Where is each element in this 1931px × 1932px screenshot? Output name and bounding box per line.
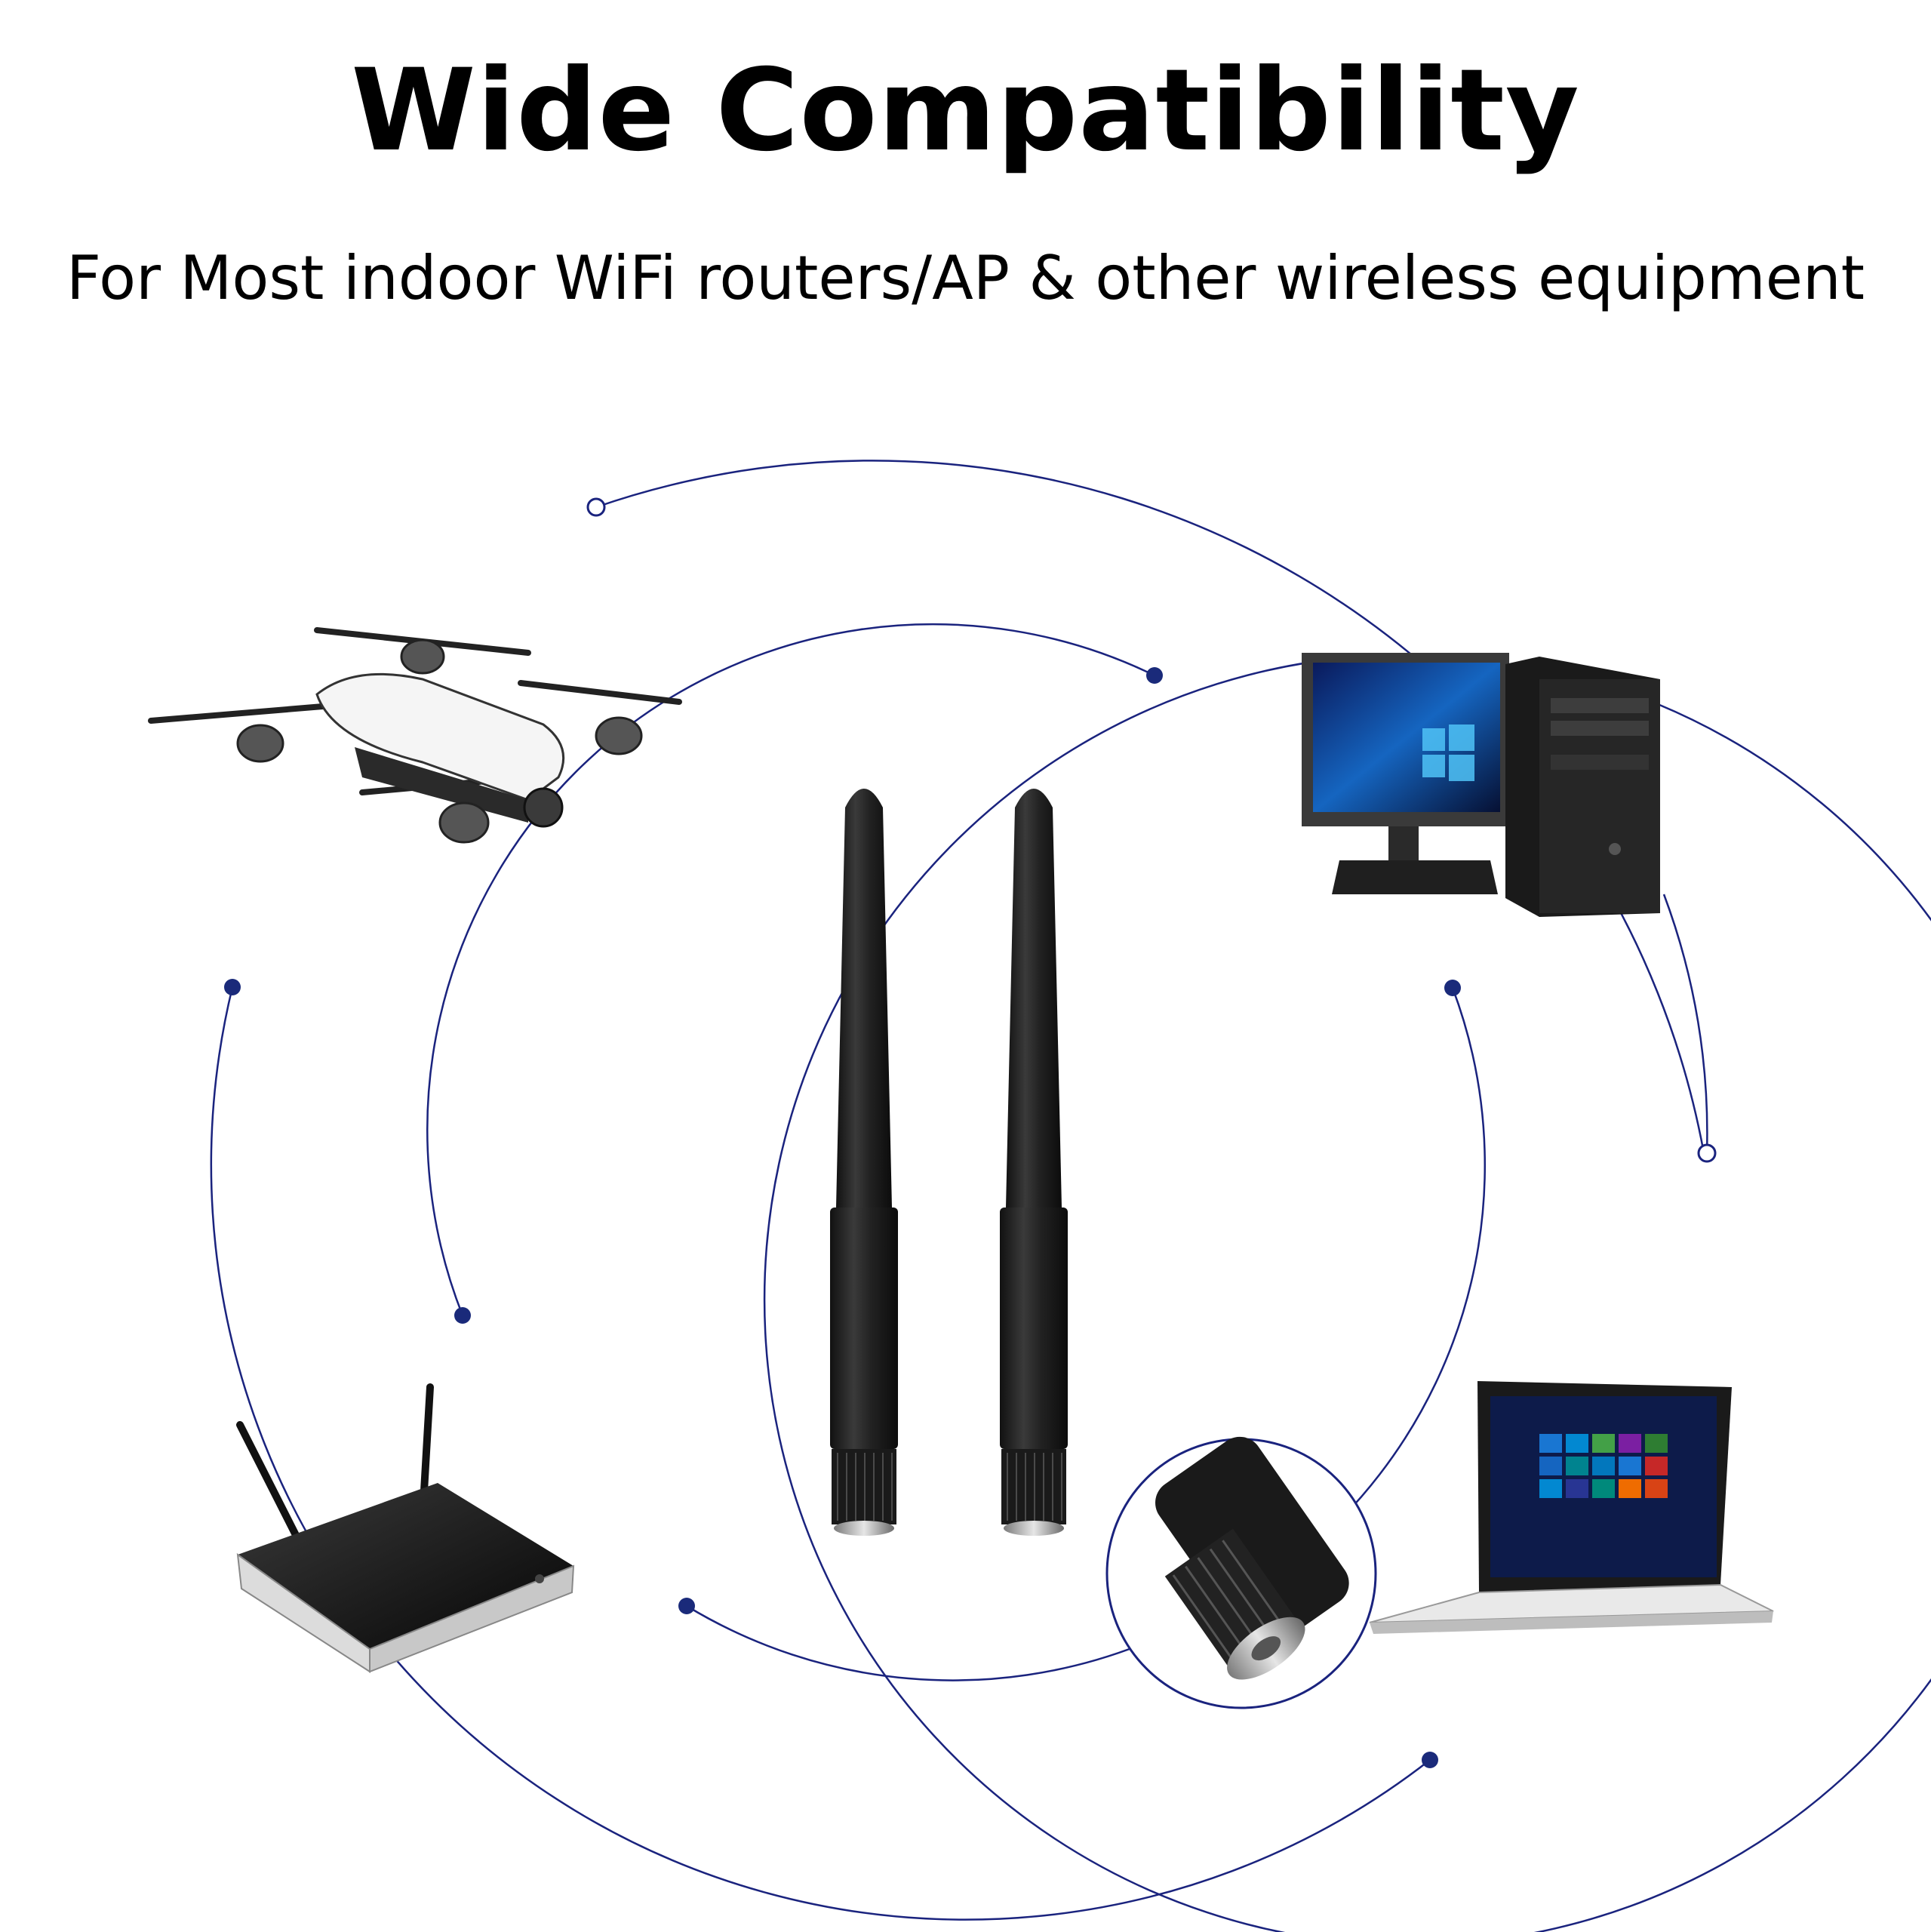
orbit-arc [595, 460, 1705, 1154]
orbit-dot-hollow [586, 497, 606, 517]
orbit-arc [210, 986, 1431, 1921]
drone-icon [148, 627, 682, 844]
orbit-dot [1444, 980, 1461, 996]
antenna-left [830, 789, 898, 1536]
orbit-dot [1422, 1752, 1438, 1768]
orbit-dot-hollow [1697, 1143, 1717, 1163]
antenna-right [1000, 789, 1068, 1536]
orbit-arc [686, 1604, 1140, 1681]
orbit-dot [454, 1307, 471, 1324]
orbit-dot [224, 979, 241, 995]
laptop-icon [1369, 1381, 1774, 1634]
orbit-dot [678, 1598, 695, 1614]
orbit-arc [763, 655, 1931, 1932]
orbit-arc [426, 623, 1155, 1316]
router-icon [236, 1383, 575, 1673]
antenna-pair-icon [830, 789, 1068, 1536]
orbit-arc [1662, 894, 1708, 1154]
orbit-dot [1146, 667, 1163, 684]
orbit-lines [210, 460, 1931, 1932]
orbit-dots [224, 497, 1717, 1768]
connector-icon [1105, 1436, 1377, 1709]
page-title: Wide Compatibility [351, 45, 1580, 177]
page-subtitle: For Most indoor WiFi routers/AP & other … [66, 243, 1865, 313]
desktop-computer-icon [1302, 653, 1660, 917]
